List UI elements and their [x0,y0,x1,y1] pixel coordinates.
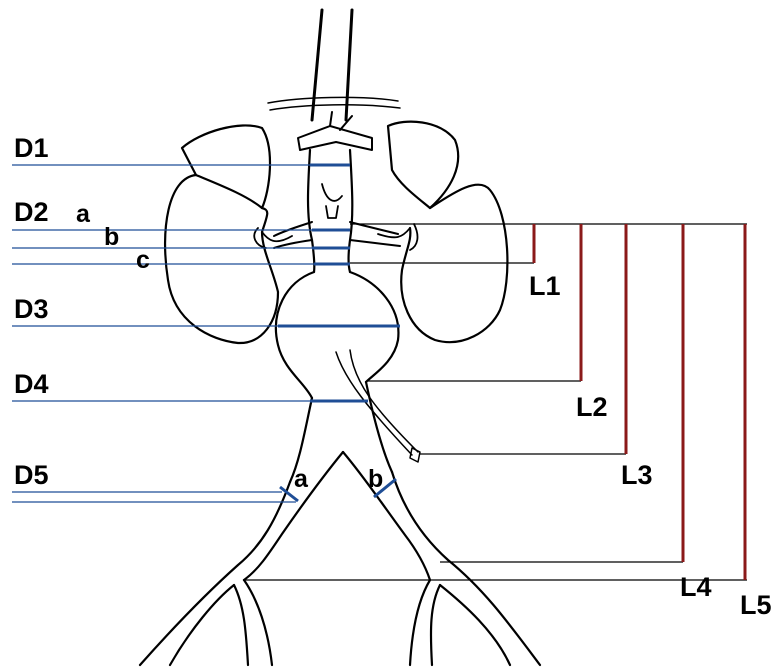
aneurysm-sac [276,272,398,398]
label-d2-a: a [76,200,91,228]
aorta-left-wall [308,150,314,272]
right-renal-artery [350,222,400,246]
anatomy-outline [140,10,540,665]
left-internal-iliac [234,580,272,665]
sma-origin [322,184,342,218]
left-renal-artery [274,222,312,248]
label-d1: D1 [14,133,49,163]
label-d2: D2 [14,197,49,227]
right-external-iliac [440,585,510,665]
right-internal-iliac [410,580,440,665]
labels: D1 D2 a b c D3 D4 D5 a b L1 L2 L3 L4 L5 [14,133,772,620]
label-d5: D5 [14,460,49,490]
label-l4: L4 [680,572,712,602]
celiac-branch [298,126,372,150]
label-d5-a: a [294,465,309,493]
right-iliac-outer [392,472,540,665]
label-l2: L2 [576,392,608,422]
aorta-right-wall [349,150,353,272]
label-l5: L5 [740,590,772,620]
label-d2-b: b [104,223,119,251]
left-adrenal [182,125,270,208]
label-l3: L3 [621,460,653,490]
label-d2-c: c [136,246,150,274]
label-d4: D4 [14,369,49,399]
right-adrenal [388,122,458,208]
esophagus [312,10,352,120]
label-d5-b: b [368,465,383,493]
left-external-iliac [170,585,234,665]
diaphragm [268,97,400,110]
infrarenal-right-wall [366,382,392,472]
label-d3: D3 [14,294,49,324]
label-l1: L1 [529,271,561,301]
left-kidney [165,175,278,343]
right-iliac-inner [343,452,430,580]
